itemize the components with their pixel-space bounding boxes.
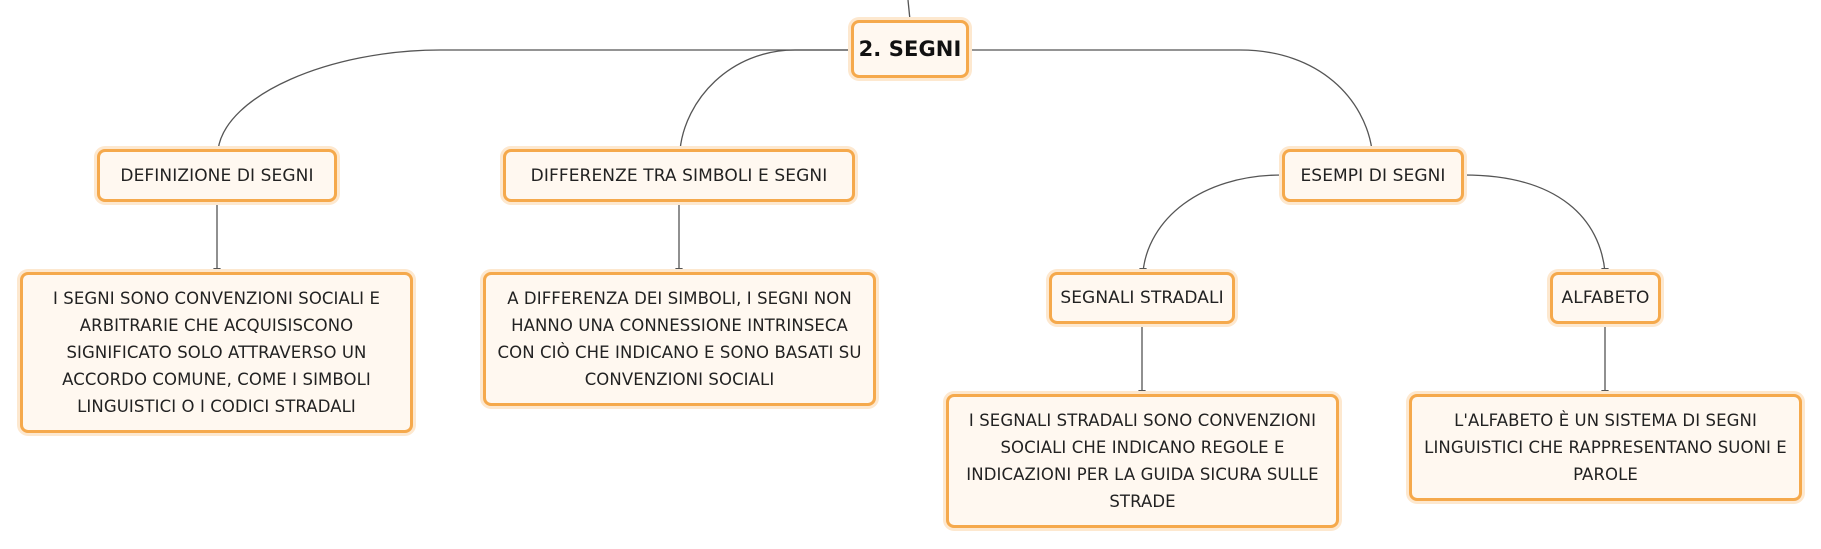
arrowhead-definizione-desc	[213, 268, 221, 273]
arrowhead-segnali	[1139, 268, 1147, 273]
arrowhead-segnali-desc	[1138, 390, 1146, 395]
connector-root-differenze	[679, 49, 851, 151]
node-alfabeto-description[interactable]: L'ALFABETO È UN SISTEMA DI SEGNI LINGUIS…	[1409, 394, 1802, 501]
connector-root-definizione	[217, 49, 851, 151]
node-alfabeto-label: ALFABETO	[1561, 288, 1650, 308]
connector-esempi-segnali	[1142, 174, 1283, 273]
connector-esempi-alfabeto	[1463, 174, 1606, 273]
node-definizione-description-text: I SEGNI SONO CONVENZIONI SOCIALI E ARBIT…	[52, 289, 381, 416]
node-alfabeto[interactable]: ALFABETO	[1550, 272, 1661, 324]
arrowhead-alfabeto	[1601, 268, 1609, 273]
arrowhead-differenze-desc	[675, 268, 683, 273]
root-node-label: 2. SEGNI	[858, 37, 962, 61]
connector-root-esempi	[969, 49, 1373, 151]
node-differenze-description[interactable]: A DIFFERENZA DEI SIMBOLI, I SEGNI NON HA…	[483, 272, 876, 406]
connector-root-parent	[907, 0, 911, 21]
node-alfabeto-description-text: L'ALFABETO È UN SISTEMA DI SEGNI LINGUIS…	[1424, 411, 1787, 484]
node-differenze-description-text: A DIFFERENZA DEI SIMBOLI, I SEGNI NON HA…	[497, 289, 862, 389]
arrowhead-alfabeto-desc	[1601, 390, 1609, 395]
node-segnali-stradali-description-text: I SEGNALI STRADALI SONO CONVENZIONI SOCI…	[966, 411, 1319, 511]
node-esempi-di-segni-label: ESEMPI DI SEGNI	[1300, 165, 1446, 186]
node-segnali-stradali-description[interactable]: I SEGNALI STRADALI SONO CONVENZIONI SOCI…	[946, 394, 1339, 528]
node-definizione-description[interactable]: I SEGNI SONO CONVENZIONI SOCIALI E ARBIT…	[20, 272, 413, 433]
node-segnali-stradali-label: SEGNALI STRADALI	[1060, 288, 1224, 308]
root-node[interactable]: 2. SEGNI	[851, 20, 969, 78]
node-differenze-tra-simboli-e-segni-label: DIFFERENZE TRA SIMBOLI E SEGNI	[530, 165, 828, 186]
node-differenze-tra-simboli-e-segni[interactable]: DIFFERENZE TRA SIMBOLI E SEGNI	[503, 149, 855, 202]
node-definizione-di-segni-label: DEFINIZIONE DI SEGNI	[120, 165, 314, 186]
node-definizione-di-segni[interactable]: DEFINIZIONE DI SEGNI	[97, 149, 337, 202]
node-esempi-di-segni[interactable]: ESEMPI DI SEGNI	[1282, 149, 1464, 202]
node-segnali-stradali[interactable]: SEGNALI STRADALI	[1049, 272, 1235, 324]
